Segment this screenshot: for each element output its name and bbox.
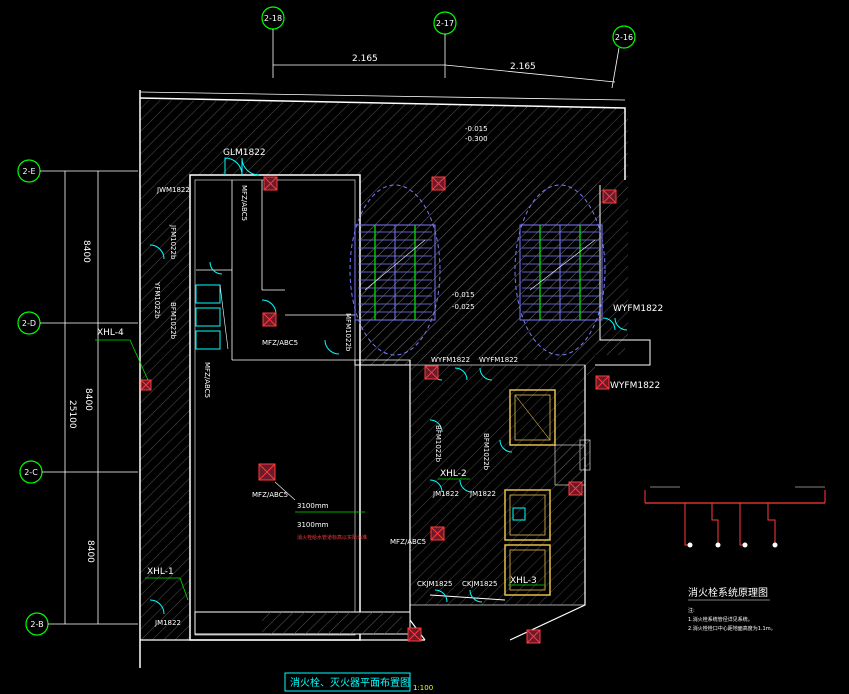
- svg-text:2-D: 2-D: [22, 319, 36, 328]
- extinguisher-label: MFZ/ABC5: [240, 185, 248, 221]
- hydrant-markers: [140, 176, 617, 644]
- door-label: JM1822: [432, 490, 459, 498]
- system-diagram-title: 消火栓系统原理图: [688, 586, 768, 599]
- door-label: BFM1022b: [482, 433, 490, 471]
- extinguisher-label: MFZ/ABC5: [203, 362, 211, 398]
- hydrant-box: [526, 629, 541, 644]
- door-label: JWM1822: [156, 186, 190, 194]
- hydrant-label: XHL-4: [97, 328, 124, 338]
- door-label: MFM1022b: [344, 313, 352, 352]
- axis-bubble-2-D: 2-D: [17, 311, 138, 335]
- door-label: WYFM1822: [613, 304, 663, 314]
- hydrant-box: [595, 375, 610, 390]
- hydrant-box: [263, 176, 278, 191]
- hydrant-box: [258, 463, 276, 481]
- small-rooms-left: [195, 284, 229, 350]
- hydrant-system-diagram: 消火栓系统原理图 注: 1.消火栓系统管径详见系统。 2.消火栓栓口中心距地面高…: [644, 486, 826, 632]
- door-label: WYFM1822: [479, 356, 518, 364]
- drawing-scale: 1:100: [413, 684, 433, 692]
- axis-bubble-2-B: 2-B: [25, 612, 138, 636]
- pipe-note-red: 消火栓给水管道标高以实际为准: [297, 534, 367, 541]
- hydrant-box: [424, 365, 439, 380]
- hydrant-box: [262, 312, 277, 327]
- dim-left-3: 8400: [85, 540, 95, 563]
- pipe-notes: 3100mm 3100mm 消火栓给水管道标高以实际为准: [274, 481, 367, 541]
- svg-text:2-E: 2-E: [22, 167, 35, 176]
- hydrant-label: XHL-1: [147, 567, 174, 577]
- elevation-label: -0.300: [465, 135, 488, 143]
- drawing-title: 消火栓、灭火器平面布置图 1:100: [284, 672, 433, 692]
- dim-total: 25100: [67, 400, 77, 429]
- hydrant-box: [602, 189, 617, 204]
- hydrant-label: XHL-3: [510, 576, 537, 586]
- axis-bubble-2-C: 2-C: [19, 460, 138, 484]
- axis-bubble-2-17: 2-17: [433, 11, 457, 78]
- axis-bubble-2-16: 2-16: [611, 25, 636, 89]
- hydrant-box: [140, 379, 152, 391]
- elevation-label: -0.015: [452, 291, 475, 299]
- hydrant-box: [568, 481, 583, 496]
- elevator-shafts: [504, 389, 586, 596]
- svg-text:2-B: 2-B: [30, 620, 43, 629]
- top-dimension: 2.165 2.165: [273, 54, 616, 83]
- extinguisher-label: MFZ/ABC5: [252, 491, 288, 499]
- door-label: WYFM1822: [610, 381, 660, 391]
- hydrant-box: [407, 627, 422, 642]
- svg-text:2-16: 2-16: [615, 33, 633, 42]
- svg-text:2-18: 2-18: [264, 14, 282, 23]
- svg-text:2-C: 2-C: [24, 468, 38, 477]
- door-label: GLM1822: [223, 148, 266, 158]
- stair-right: [514, 184, 606, 356]
- door-label: WYFM1822: [431, 356, 470, 364]
- door-label: JM1822: [154, 619, 181, 627]
- dim-left-2: 8400: [83, 388, 93, 411]
- hydrant-box: [431, 176, 446, 191]
- door-label: JFM1022b: [169, 224, 177, 260]
- left-dimension: 25100 8400 8400 8400: [64, 171, 99, 624]
- dim-span-1: 2.165: [352, 54, 378, 64]
- extinguisher-label: MFZ/ABC5: [262, 339, 298, 347]
- pipe-note: 3100mm: [297, 502, 329, 510]
- pipe-note: 3100mm: [297, 521, 329, 529]
- drawing-title-text: 消火栓、灭火器平面布置图: [290, 676, 410, 689]
- door-labels: GLM1822 JWM1822 JFM1022b YFM1022b BFM102…: [153, 148, 663, 627]
- system-note: 2.消火栓栓口中心距地面高度为1.1m。: [688, 625, 776, 632]
- hydrant-box: [430, 526, 445, 541]
- dim-left-1: 8400: [81, 240, 91, 263]
- building-outline: [139, 90, 651, 668]
- door-label: BFM1022b: [169, 302, 177, 340]
- svg-text:2-17: 2-17: [436, 19, 454, 28]
- stair-left: [349, 184, 441, 356]
- dim-span-2: 2.165: [510, 62, 536, 72]
- door-label: YFM1022b: [153, 281, 161, 319]
- door-label: JM1822: [469, 490, 496, 498]
- elevation-label: -0.015: [465, 125, 488, 133]
- hydrant-label: XHL-2: [440, 469, 467, 479]
- elevation-notes: -0.015 -0.300 -0.015 -0.025: [452, 125, 488, 311]
- system-note-heading: 注:: [688, 607, 695, 614]
- axis-bubble-2-18: 2-18: [261, 6, 285, 78]
- axis-bubble-2-E: 2-E: [17, 159, 138, 183]
- hydrant-labels: XHL-4 XHL-1 XHL-2 XHL-3 MFZ/ABC5 MFZ/ABC…: [95, 185, 545, 601]
- door-label: BFM1022b: [434, 425, 442, 463]
- extinguisher-label: MFZ/ABC5: [390, 538, 426, 546]
- door-swings: [149, 157, 628, 615]
- elevation-label: -0.025: [452, 303, 475, 311]
- system-note: 1.消火栓系统管径详见系统。: [688, 616, 753, 623]
- door-label: CKJM1825: [462, 580, 497, 588]
- door-label: CKJM1825: [417, 580, 452, 588]
